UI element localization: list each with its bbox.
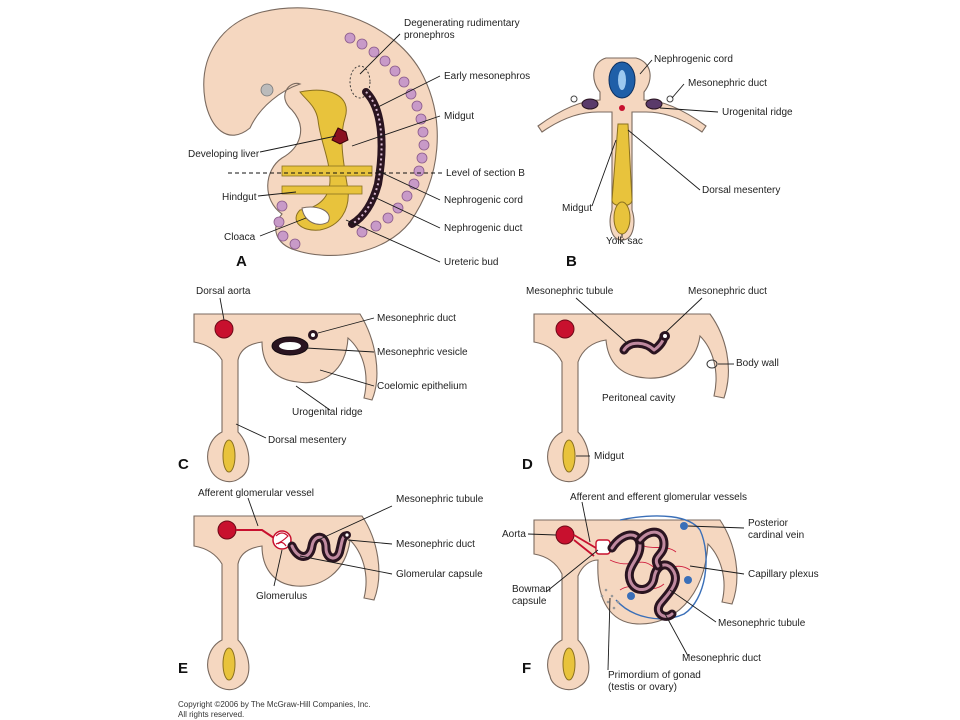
label-dorsal-aorta: Dorsal aorta bbox=[196, 286, 251, 297]
hindgut-band bbox=[281, 185, 363, 195]
label-mesonephric-duct-d: Mesonephric duct bbox=[688, 286, 767, 297]
label-ureteric-bud: Ureteric bud bbox=[444, 257, 498, 268]
label-level-section-b: Level of section B bbox=[446, 168, 525, 179]
tissue-d bbox=[533, 313, 729, 483]
label-cloaca: Cloaca bbox=[224, 232, 256, 243]
panel-letter-a: A bbox=[236, 253, 247, 270]
label-afferent-vessel: Afferent glomerular vessel bbox=[198, 488, 314, 499]
label-capillary-plexus: Capillary plexus bbox=[748, 569, 819, 580]
panel-letter-b: B bbox=[566, 253, 577, 270]
aorta-d bbox=[555, 319, 575, 339]
label-mesonephric-duct-c: Mesonephric duct bbox=[377, 313, 456, 324]
label-early-mesonephros: Early mesonephros bbox=[444, 71, 530, 82]
label-bowman-1: Bowman bbox=[512, 584, 551, 595]
panel-a: Degenerating rudimentary pronephros Earl… bbox=[188, 7, 530, 270]
label-midgut-d: Midgut bbox=[594, 451, 624, 462]
panel-letter-c: C bbox=[178, 456, 189, 473]
tissue-c bbox=[193, 313, 378, 483]
copyright-notice: Copyright ©2006 by The McGraw-Hill Compa… bbox=[178, 700, 371, 720]
label-urogenital-ridge-b: Urogenital ridge bbox=[722, 107, 793, 118]
glomerulus-e bbox=[272, 530, 292, 550]
label-dorsal-mesentery-c: Dorsal mesentery bbox=[268, 435, 346, 446]
liver bbox=[331, 127, 349, 145]
aorta-b bbox=[619, 105, 625, 111]
label-urogenital-ridge-c: Urogenital ridge bbox=[292, 407, 363, 418]
label-peritoneal-cavity: Peritoneal cavity bbox=[602, 393, 675, 404]
aorta-e bbox=[217, 520, 237, 540]
panel-e: Afferent glomerular vessel Mesonephric t… bbox=[178, 488, 484, 691]
label-primordium-1: Primordium of gonad bbox=[608, 670, 701, 681]
label-glomerulus: Glomerulus bbox=[256, 591, 307, 602]
label-glomerular-capsule: Glomerular capsule bbox=[396, 569, 483, 580]
posterior-cardinal-vein-f bbox=[615, 515, 707, 620]
label-nephrogenic-cord-a: Nephrogenic cord bbox=[444, 195, 523, 206]
nephrogenic-cord-left bbox=[581, 98, 599, 110]
cloaca-shape bbox=[301, 206, 330, 225]
label-hindgut: Hindgut bbox=[222, 192, 257, 203]
label-mesonephric-tubule-d: Mesonephric tubule bbox=[526, 286, 614, 297]
midgut-e bbox=[222, 647, 236, 681]
panel-c: Dorsal aorta Mesonephric duct Mesonephri… bbox=[178, 286, 468, 483]
label-degenerating-pronephros-2: pronephros bbox=[404, 30, 455, 41]
tissue-f bbox=[533, 519, 738, 691]
label-mesonephric-duct-b: Mesonephric duct bbox=[688, 78, 767, 89]
label-primordium-2: (testis or ovary) bbox=[608, 682, 677, 693]
vessels-f bbox=[573, 534, 597, 557]
midgut-f bbox=[562, 647, 576, 681]
copyright-line-1: Copyright ©2006 by The McGraw-Hill Compa… bbox=[178, 700, 371, 709]
label-midgut-b: Midgut bbox=[562, 203, 592, 214]
panel-b: Nephrogenic cord Mesonephric duct Urogen… bbox=[537, 54, 793, 270]
label-dorsal-mesentery-b: Dorsal mesentery bbox=[702, 185, 780, 196]
label-coelomic-epithelium: Coelomic epithelium bbox=[377, 381, 467, 392]
gonad-primordium-f bbox=[600, 588, 620, 610]
label-mesonephric-duct-f: Mesonephric duct bbox=[682, 653, 761, 664]
panel-letter-f: F bbox=[522, 660, 531, 677]
label-aorta-f: Aorta bbox=[502, 529, 526, 540]
panel-f: Afferent and efferent glomerular vessels… bbox=[502, 492, 819, 693]
label-nephrogenic-cord-b: Nephrogenic cord bbox=[654, 54, 733, 65]
label-mesonephric-tubule-e: Mesonephric tubule bbox=[396, 494, 484, 505]
label-mesonephric-tubule-f: Mesonephric tubule bbox=[718, 618, 806, 629]
gut-tube bbox=[295, 89, 349, 231]
aorta-f bbox=[555, 525, 575, 545]
midgut-c bbox=[222, 439, 236, 473]
panel-letter-d: D bbox=[522, 456, 533, 473]
label-yolk-sac: Yolk sac bbox=[606, 236, 643, 247]
eye bbox=[260, 83, 274, 97]
label-posterior-cardinal-2: cardinal vein bbox=[748, 530, 804, 541]
label-posterior-cardinal-1: Posterior bbox=[748, 518, 789, 529]
label-afferent-efferent: Afferent and efferent glomerular vessels bbox=[570, 492, 747, 503]
somites bbox=[273, 32, 430, 250]
label-mesonephric-vesicle: Mesonephric vesicle bbox=[377, 347, 468, 358]
dorsal-aorta-c bbox=[214, 319, 234, 339]
label-degenerating-pronephros-1: Degenerating rudimentary bbox=[404, 18, 520, 29]
copyright-line-2: All rights reserved. bbox=[178, 710, 245, 719]
midgut-d bbox=[562, 439, 576, 473]
label-body-wall: Body wall bbox=[736, 358, 779, 369]
nephrogenic-cord-right bbox=[645, 98, 663, 110]
label-nephrogenic-duct: Nephrogenic duct bbox=[444, 223, 523, 234]
label-developing-liver: Developing liver bbox=[188, 149, 260, 160]
pronephros bbox=[349, 65, 371, 99]
midgut-band bbox=[281, 165, 373, 177]
afferent-vessel-e bbox=[236, 529, 275, 539]
label-bowman-2: capsule bbox=[512, 596, 547, 607]
yolk-sac-b bbox=[613, 201, 631, 235]
panel-letter-e: E bbox=[178, 660, 188, 677]
panel-d: Mesonephric tubule Mesonephric duct Body… bbox=[522, 286, 779, 483]
label-mesonephric-duct-e: Mesonephric duct bbox=[396, 539, 475, 550]
body-wall-ring bbox=[706, 359, 718, 369]
label-midgut-a: Midgut bbox=[444, 111, 474, 122]
